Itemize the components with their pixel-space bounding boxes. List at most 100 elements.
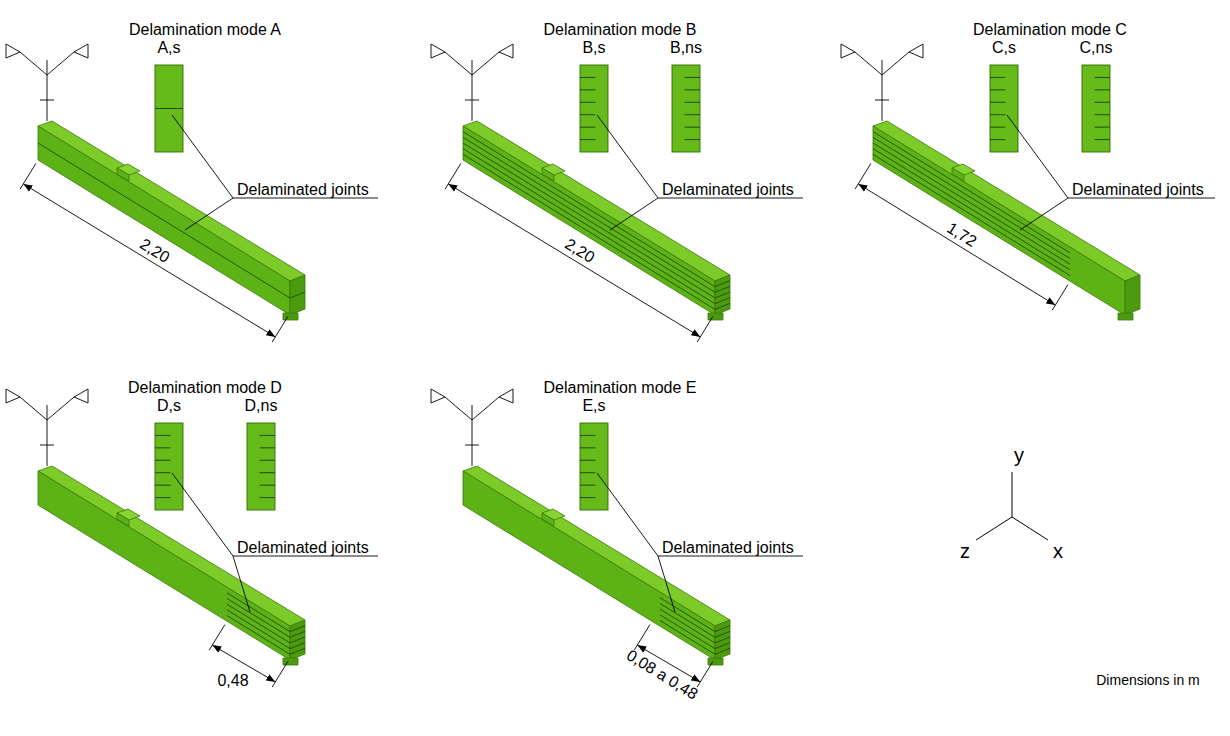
joint-tick	[260, 485, 275, 486]
callout-text: Delaminated joints	[662, 539, 794, 557]
joint-line	[715, 286, 730, 292]
joint-line	[715, 281, 730, 287]
cross-section	[247, 423, 275, 510]
section-label: C,s	[992, 39, 1016, 57]
joint-line	[715, 631, 730, 637]
joint-tick	[260, 497, 275, 498]
joint-tick	[1095, 89, 1110, 90]
axis-label: z	[960, 540, 970, 562]
joint-tick	[990, 102, 1005, 103]
joint-line	[873, 132, 1070, 253]
section-label: A,s	[157, 39, 180, 57]
cross-section	[155, 423, 183, 510]
section-label: D,ns	[245, 397, 278, 415]
axis-label: x	[1053, 540, 1063, 562]
joint-tick	[155, 497, 170, 498]
joint-tick	[580, 497, 595, 498]
joint-tick	[580, 127, 595, 128]
joint-line	[227, 616, 290, 655]
joint-line	[715, 637, 730, 643]
joint-line	[873, 137, 1070, 258]
joint-line	[290, 637, 305, 643]
note: Dimensions in m	[1096, 672, 1199, 688]
joint-tick	[155, 447, 170, 448]
dimension-label: 1,72	[944, 219, 980, 251]
dimension-label: 0,48	[217, 672, 248, 690]
joint-line	[715, 643, 730, 649]
joint-line	[227, 604, 290, 643]
joint-line	[715, 303, 730, 309]
joint-tick	[685, 114, 700, 115]
joint-tick	[990, 114, 1005, 115]
joint-tick	[580, 472, 595, 473]
joint-tick	[1095, 139, 1110, 140]
joint-tick	[685, 139, 700, 140]
joint-tick	[685, 127, 700, 128]
joint-tick	[685, 89, 700, 90]
joint-line	[227, 593, 290, 632]
joint-tick	[990, 127, 1005, 128]
joint-tick	[155, 460, 170, 461]
cross-section	[672, 65, 700, 152]
joint-line	[227, 599, 290, 638]
joint-line	[290, 648, 305, 654]
joint-line	[290, 292, 305, 298]
panel-title: Delamination mode D	[128, 379, 282, 397]
section-label: C,ns	[1080, 39, 1113, 57]
joint-tick	[580, 102, 595, 103]
joint-tick	[990, 139, 1005, 140]
joint-line	[290, 631, 305, 637]
joint-tick	[990, 77, 1005, 78]
joint-tick	[1095, 77, 1110, 78]
cross-section	[580, 65, 608, 152]
joint-tick	[580, 139, 595, 140]
section-label: B,s	[582, 39, 605, 57]
cross-sections	[155, 65, 1110, 510]
joint-line	[873, 149, 1070, 270]
panel-title: Delamination mode C	[973, 21, 1127, 39]
joint-tick	[580, 460, 595, 461]
joint-line	[463, 143, 715, 298]
cross-section	[1082, 65, 1110, 152]
joint-line	[463, 132, 715, 287]
joint-line	[463, 149, 715, 304]
delaminated-joints	[38, 132, 1070, 655]
cross-section	[155, 65, 183, 152]
joint-tick	[580, 89, 595, 90]
joint-tick	[685, 102, 700, 103]
axis-triad	[976, 472, 1048, 540]
joint-tick	[990, 89, 1005, 90]
cross-section	[580, 423, 608, 510]
joint-line	[290, 643, 305, 649]
joint-line	[38, 143, 290, 298]
joint-tick	[1095, 114, 1110, 115]
joint-tick	[260, 460, 275, 461]
joint-line	[227, 610, 290, 649]
joint-line	[715, 648, 730, 654]
section-label: B,ns	[670, 39, 702, 57]
joint-tick	[580, 485, 595, 486]
joint-tick	[580, 77, 595, 78]
cross-section	[990, 65, 1018, 152]
section-label: E,s	[582, 397, 605, 415]
joint-tick	[155, 108, 183, 109]
joint-tick	[155, 435, 170, 436]
joint-tick	[260, 447, 275, 448]
joint-tick	[580, 435, 595, 436]
axis-label: y	[1014, 444, 1024, 466]
joint-line	[715, 626, 730, 632]
panel-title: Delamination mode E	[544, 379, 697, 397]
joint-line	[660, 620, 715, 654]
joint-tick	[580, 114, 595, 115]
joint-tick	[1095, 127, 1110, 128]
joint-tick	[260, 435, 275, 436]
joint-tick	[260, 472, 275, 473]
joint-line	[873, 154, 1070, 275]
joint-tick	[580, 447, 595, 448]
joint-line	[715, 298, 730, 304]
joint-tick	[155, 485, 170, 486]
section-label: D,s	[157, 397, 181, 415]
dimension-lines	[20, 163, 1068, 687]
callout-text: Delaminated joints	[237, 539, 369, 557]
